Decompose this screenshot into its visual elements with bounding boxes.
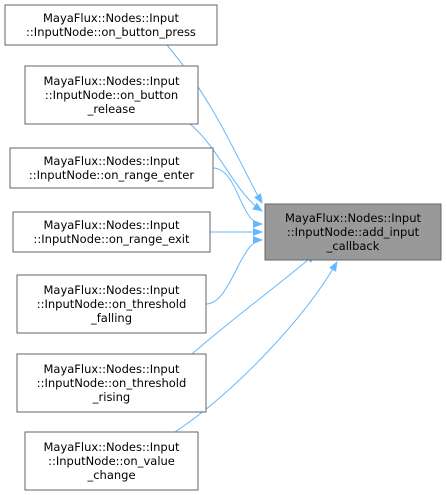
call-edge <box>174 261 338 433</box>
caller-node-box <box>24 65 199 125</box>
caller-node[interactable]: MayaFlux::Nodes::Input::InputNode::on_ra… <box>9 147 214 189</box>
caller-node-label-line: ::InputNode::on_range_exit <box>34 232 190 246</box>
caller-node-label-line: _rising <box>92 390 130 404</box>
caller-node-label-line: MayaFlux::Nodes::Input <box>43 440 179 454</box>
caller-node-label-line: ::InputNode::on_range_enter <box>29 168 195 182</box>
caller-node-box <box>4 4 218 46</box>
caller-node-box <box>16 353 207 413</box>
caller-node-box <box>9 147 214 189</box>
target-node-label-line: ::InputNode::add_input <box>287 225 420 239</box>
caller-node[interactable]: MayaFlux::Nodes::Input::InputNode::on_bu… <box>24 65 199 125</box>
caller-node-label-line: _release <box>87 102 136 116</box>
caller-node[interactable]: MayaFlux::Nodes::Input::InputNode::on_va… <box>24 431 199 491</box>
caller-node[interactable]: MayaFlux::Nodes::Input::InputNode::on_bu… <box>4 4 218 46</box>
caller-node-label-line: ::InputNode::on_button <box>45 88 178 102</box>
target-node-label-line: MayaFlux::Nodes::Input <box>285 211 421 225</box>
caller-node-label-line: ::InputNode::on_button_press <box>26 25 196 39</box>
caller-node-label-line: ::InputNode::on_threshold <box>37 297 187 311</box>
caller-node-label-line: MayaFlux::Nodes::Input <box>43 154 179 168</box>
caller-node-label-line: ::InputNode::on_value <box>48 454 175 468</box>
caller-node-label-line: ::InputNode::on_threshold <box>37 376 187 390</box>
caller-node-label-line: MayaFlux::Nodes::Input <box>43 11 179 25</box>
caller-node-label-line: MayaFlux::Nodes::Input <box>43 362 179 376</box>
target-node[interactable]: MayaFlux::Nodes::Input::InputNode::add_i… <box>264 203 442 261</box>
caller-node-label-line: _falling <box>90 311 132 325</box>
caller-node-box <box>12 211 211 253</box>
call-edge <box>189 123 263 212</box>
caller-node[interactable]: MayaFlux::Nodes::Input::InputNode::on_th… <box>16 353 207 413</box>
target-node-box <box>264 203 442 261</box>
target-node-label-line: _callback <box>326 239 380 253</box>
caller-node-box <box>16 274 207 334</box>
caller-node[interactable]: MayaFlux::Nodes::Input::InputNode::on_ra… <box>12 211 211 253</box>
caller-node-label-line: MayaFlux::Nodes::Input <box>43 74 179 88</box>
caller-node-label-line: MayaFlux::Nodes::Input <box>43 283 179 297</box>
caller-node-label-line: _change <box>86 468 135 482</box>
call-edge <box>191 253 316 355</box>
call-edge <box>212 167 263 228</box>
call-edge <box>205 236 263 305</box>
caller-node-label-line: MayaFlux::Nodes::Input <box>43 218 179 232</box>
caller-node[interactable]: MayaFlux::Nodes::Input::InputNode::on_th… <box>16 274 207 334</box>
caller-node-box <box>24 431 199 491</box>
